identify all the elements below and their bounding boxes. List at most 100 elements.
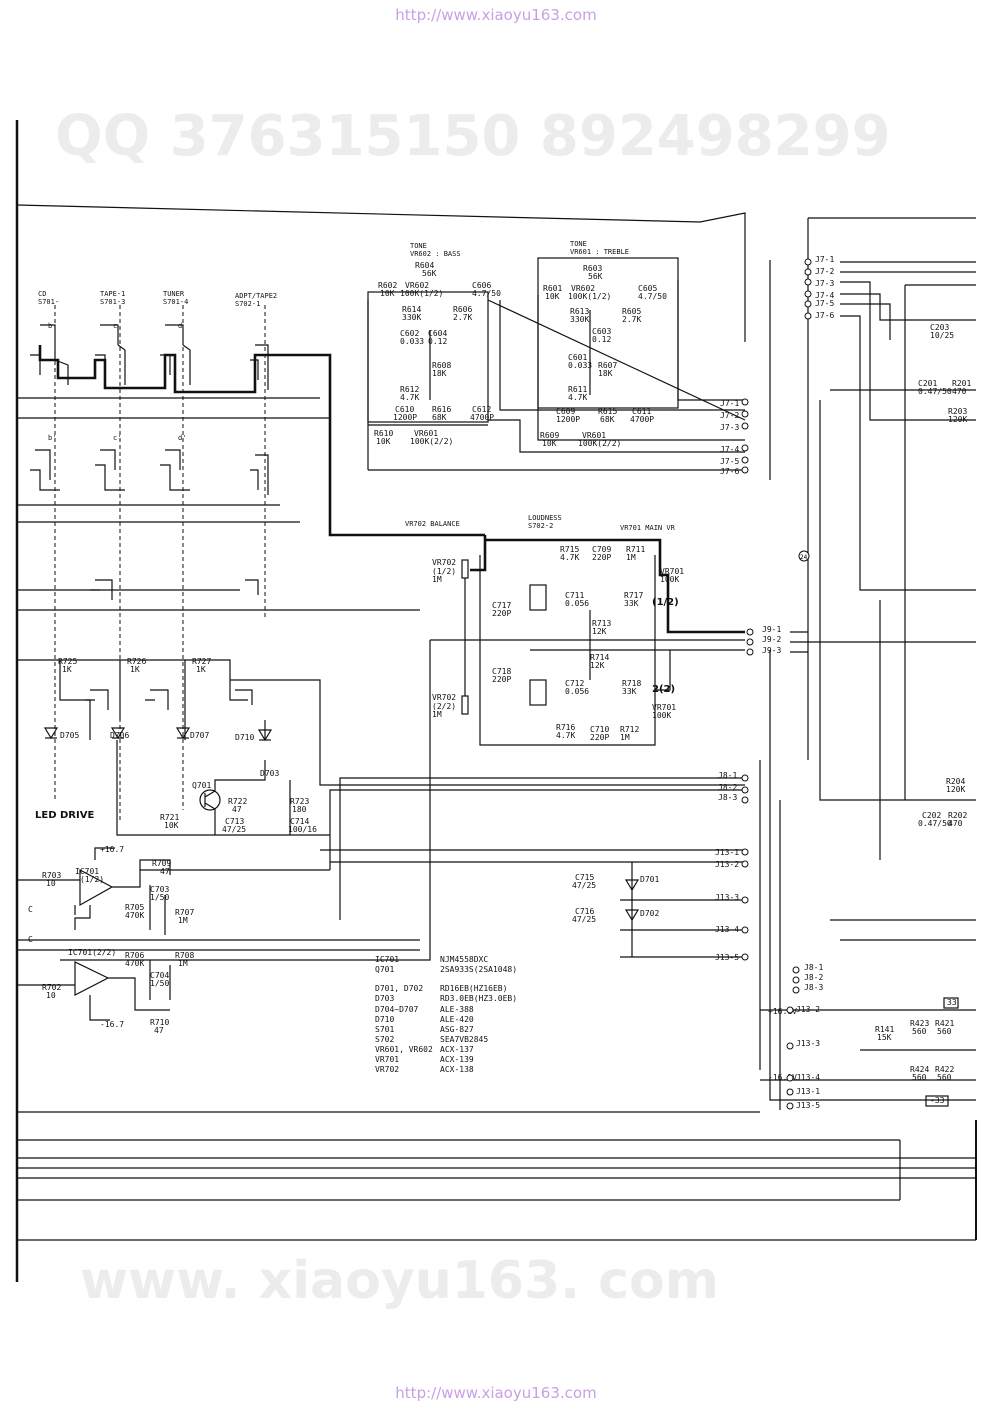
svg-text:1200P: 1200P [393, 413, 417, 422]
svg-text:R717: R717 [624, 591, 643, 600]
svg-text:VR601: VR601 [582, 431, 606, 440]
svg-text:J8-2: J8-2 [718, 783, 737, 792]
svg-text:C704: C704 [150, 971, 169, 980]
bass-part-0: R604 [415, 261, 434, 270]
svg-text:C: C [28, 935, 33, 944]
svg-text:470K: 470K [125, 959, 144, 968]
svg-text:0.12: 0.12 [428, 337, 447, 346]
svg-text:R726: R726 [127, 657, 146, 666]
svg-text:R613: R613 [570, 307, 589, 316]
svg-text:R614: R614 [402, 305, 421, 314]
svg-text:56K: 56K [588, 272, 603, 281]
svg-text:J7-6: J7-6 [815, 311, 834, 320]
svg-text:15K: 15K [877, 1033, 892, 1042]
svg-text:C611: C611 [632, 407, 651, 416]
svg-text:J7-3: J7-3 [815, 279, 834, 288]
connector-j8-j13: J8-1 J8-2 J8-3 J13-1 J13-2 J13-3 J13-4 J… [320, 771, 749, 962]
svg-text:J13-3: J13-3 [715, 893, 739, 902]
svg-text:IC701: IC701 [75, 867, 99, 876]
svg-text:NJM4558DXC: NJM4558DXC [440, 955, 488, 964]
svg-text:S701: S701 [375, 1025, 394, 1034]
svg-text:C709: C709 [592, 545, 611, 554]
svg-text:120K: 120K [948, 415, 967, 424]
svg-text:ACX-137: ACX-137 [440, 1045, 474, 1054]
svg-text:VR601: VR601 [414, 429, 438, 438]
svg-text:C713: C713 [225, 817, 244, 826]
svg-text:R616: R616 [432, 405, 451, 414]
svg-text:C718: C718 [492, 667, 511, 676]
svg-text:J7-4: J7-4 [815, 291, 834, 300]
svg-text:VR701: VR701 [660, 567, 684, 576]
svg-text:(1/2)1M: (1/2)1M [432, 567, 456, 584]
svg-text:c: c [113, 322, 117, 330]
svg-text:560: 560 [912, 1027, 927, 1036]
svg-text:D705: D705 [60, 731, 79, 740]
svg-text:R708: R708 [175, 951, 194, 960]
svg-text:68K: 68K [600, 415, 615, 424]
top-boundary-line [16, 204, 746, 342]
svg-text:J8-1: J8-1 [718, 771, 737, 780]
svg-text:1K: 1K [130, 665, 140, 674]
svg-text:R709: R709 [152, 859, 171, 868]
svg-text:R607: R607 [598, 361, 617, 370]
svg-text:180: 180 [292, 805, 307, 814]
svg-text:47: 47 [154, 1026, 164, 1035]
svg-text:4.7K: 4.7K [556, 731, 575, 740]
svg-text:J7-1: J7-1 [720, 399, 739, 408]
svg-text:100K: 100K [660, 575, 679, 584]
svg-text:C612: C612 [472, 405, 491, 414]
svg-text:100K(2/2): 100K(2/2) [578, 439, 621, 448]
svg-text:1K: 1K [62, 665, 72, 674]
svg-text:D704~D707: D704~D707 [375, 1005, 419, 1014]
svg-text:0.056: 0.056 [565, 599, 589, 608]
svg-text:120K: 120K [946, 785, 965, 794]
svg-text:J7-4: J7-4 [720, 445, 739, 454]
svg-text:J13-2: J13-2 [715, 860, 739, 869]
svg-text:220P: 220P [592, 553, 611, 562]
svg-text:LED DRIVE: LED DRIVE [35, 810, 94, 821]
connector-j9: J9-1 J9-2 J9-3 24 [746, 550, 976, 656]
svg-text:c': c' [113, 434, 121, 442]
svg-text:J7-2: J7-2 [720, 411, 739, 420]
svg-text:D701: D701 [640, 875, 659, 884]
svg-text:0.47/50: 0.47/50 [918, 819, 952, 828]
svg-text:J13-2: J13-2 [796, 1005, 820, 1014]
svg-text:VR702: VR702 [432, 558, 456, 567]
svg-text:J7-3: J7-3 [720, 423, 739, 432]
svg-text:J13-4: J13-4 [796, 1073, 820, 1082]
svg-text:C602: C602 [400, 329, 419, 338]
svg-text:24: 24 [800, 554, 808, 561]
svg-text:0.12: 0.12 [592, 335, 611, 344]
svg-text:100K(2/2): 100K(2/2) [410, 437, 453, 446]
svg-text:D703: D703 [375, 994, 394, 1003]
svg-text:4.7/50: 4.7/50 [472, 289, 501, 298]
svg-text:R727: R727 [192, 657, 211, 666]
svg-text:2SA933S(2SA1048): 2SA933S(2SA1048) [440, 965, 517, 974]
svg-text:C710: C710 [590, 725, 609, 734]
svg-text:33: 33 [947, 998, 957, 1007]
svg-text:R716: R716 [556, 723, 575, 732]
svg-text:D703: D703 [260, 769, 279, 778]
svg-text:-16.7: -16.7 [100, 1020, 124, 1029]
svg-text:330K: 330K [402, 313, 421, 322]
svg-text:10/25: 10/25 [930, 331, 954, 340]
svg-text:VR602: VR602 [405, 281, 429, 290]
svg-text:J13-1: J13-1 [715, 848, 739, 857]
svg-text:RD3.0EB(HZ3.0EB): RD3.0EB(HZ3.0EB) [440, 994, 517, 1003]
svg-text:J8-3: J8-3 [804, 983, 823, 992]
svg-text:C712: C712 [565, 679, 584, 688]
svg-text:b': b' [48, 434, 56, 442]
svg-text:VR602: VR602 [571, 284, 595, 293]
svg-text:10K: 10K [380, 289, 395, 298]
svg-text:C717: C717 [492, 601, 511, 610]
svg-text:R718: R718 [622, 679, 641, 688]
header-url: http://www.xiaoyu163.com [395, 6, 597, 24]
svg-text:4700P: 4700P [630, 415, 654, 424]
